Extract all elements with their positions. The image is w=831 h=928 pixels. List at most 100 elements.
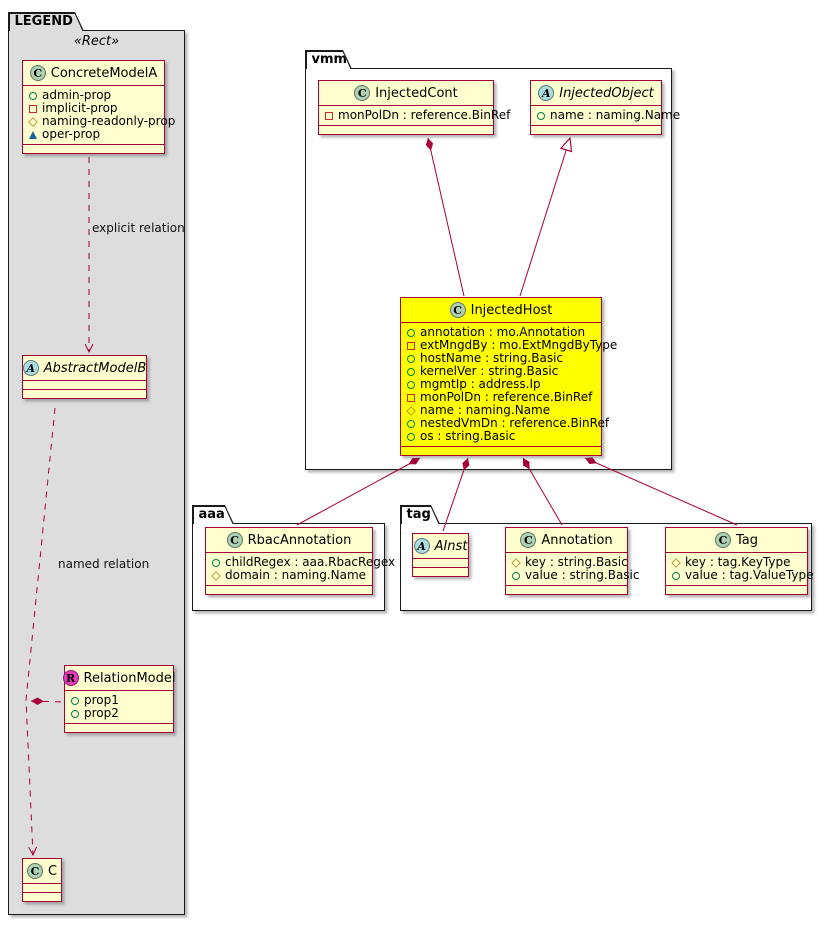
property-row: prop1 — [65, 694, 173, 707]
property-row: mgmtIp : address.Ip — [401, 378, 601, 391]
property-text: nestedVmDn : reference.BinRef — [420, 416, 610, 430]
property-text: monPolDn : reference.BinRef — [338, 108, 511, 122]
visibility-icon — [512, 571, 520, 580]
class-annotation: C Annotation key : string.Basic value : … — [505, 527, 639, 595]
property-text: key : tag.KeyType — [685, 555, 791, 569]
property-row: key : string.Basic — [506, 555, 628, 569]
visibility-icon — [407, 432, 415, 441]
operations-section — [206, 585, 372, 594]
visibility-icon — [537, 111, 545, 120]
attributes-section — [23, 884, 61, 892]
property-text: value : tag.ValueType — [685, 568, 814, 582]
package-label: aaa — [194, 507, 233, 525]
property-row: annotation : mo.Annotation — [401, 326, 601, 339]
property-row: prop2 — [65, 707, 173, 720]
operations-section — [319, 125, 493, 134]
class-spot-icon: C — [520, 532, 537, 548]
property-text: oper-prop — [42, 127, 101, 141]
visibility-icon — [672, 571, 680, 580]
property-row: os : string.Basic — [401, 430, 601, 443]
package-tab-vmm: vmm — [305, 50, 352, 69]
attributes-section: admin-prop implicit-prop naming-readonly… — [23, 86, 175, 144]
visibility-icon — [407, 367, 415, 376]
class-header: A InjectedObject — [531, 81, 661, 106]
operations-section — [65, 723, 173, 732]
abstract-spot-icon: A — [22, 360, 39, 376]
visibility-icon — [29, 104, 37, 113]
visibility-icon — [407, 393, 415, 402]
package-tab-tag: tag — [400, 505, 440, 524]
operations-section — [666, 585, 807, 594]
visibility-icon — [71, 696, 79, 705]
class-name: AbstractModelB — [43, 360, 147, 376]
visibility-icon — [407, 354, 415, 363]
visibility-icon — [511, 557, 521, 568]
property-text: extMngdBy : mo.ExtMngdByType — [420, 338, 618, 352]
visibility-icon — [406, 405, 416, 416]
visibility-icon — [71, 709, 79, 718]
package-legend-body — [8, 30, 185, 915]
property-text: childRegex : aaa.RbacRegex — [225, 555, 396, 569]
property-row: value : string.Basic — [506, 569, 639, 582]
abstract-spot-icon: A — [538, 85, 555, 101]
class-header: C InjectedCont — [319, 81, 493, 106]
class-header: R RelationModel — [62, 666, 176, 691]
class-name: InjectedCont — [375, 85, 458, 101]
class-spot-icon: C — [26, 863, 43, 879]
visibility-icon — [407, 341, 415, 350]
property-row: nestedVmDn : reference.BinRef — [401, 417, 609, 430]
visibility-icon — [407, 380, 415, 389]
package-tab-legend: LEGEND — [8, 12, 84, 31]
class-tag: C Tag key : tag.KeyType value : tag.Valu… — [665, 527, 813, 595]
class-name: C — [47, 863, 58, 879]
visibility-icon — [29, 91, 37, 100]
class-header: A AInst — [413, 534, 468, 559]
property-text: kernelVer : string.Basic — [420, 364, 559, 378]
attributes-section: key : string.Basic value : string.Basic — [506, 553, 639, 585]
class-name: AInst — [434, 538, 468, 554]
attributes-section: name : naming.Name — [531, 106, 680, 125]
visibility-icon — [212, 558, 220, 567]
class-header: C InjectedHost — [401, 298, 601, 323]
visibility-icon — [29, 130, 37, 139]
property-text: annotation : mo.Annotation — [420, 325, 586, 339]
property-text: monPolDn : reference.BinRef — [420, 390, 593, 404]
class-header: C RbacAnnotation — [206, 528, 372, 553]
class-relationmodel: R RelationModel prop1 prop2 — [62, 665, 176, 733]
attributes-section: childRegex : aaa.RbacRegex domain : nami… — [206, 553, 395, 585]
property-row: domain : naming.Name — [206, 569, 372, 582]
property-row: oper-prop — [23, 128, 164, 141]
operations-section — [23, 144, 164, 153]
attributes-section: prop1 prop2 — [65, 691, 173, 723]
property-row: kernelVer : string.Basic — [401, 365, 601, 378]
property-text: key : string.Basic — [525, 555, 628, 569]
visibility-icon — [28, 116, 38, 127]
property-text: prop1 — [84, 693, 119, 707]
property-text: name : naming.Name — [420, 403, 551, 417]
property-row: admin-prop — [23, 89, 164, 102]
property-row: extMngdBy : mo.ExtMngdByType — [401, 339, 617, 352]
operations-section — [23, 389, 146, 398]
class-header: C Annotation — [506, 528, 627, 553]
class-rbacannotation: C RbacAnnotation childRegex : aaa.RbacRe… — [205, 527, 395, 595]
package-tab-aaa: aaa — [192, 505, 234, 524]
class-abstractmodelb: A AbstractModelB — [22, 355, 147, 399]
class-spot-icon: C — [714, 532, 731, 548]
class-ainst: A AInst — [412, 533, 469, 577]
class-spot-icon: C — [29, 65, 46, 81]
class-spot-icon: C — [449, 302, 466, 318]
class-spot-icon: C — [226, 532, 243, 548]
property-text: mgmtIp : address.Ip — [420, 377, 541, 391]
property-row: naming-readonly-prop — [23, 115, 175, 128]
property-row: implicit-prop — [23, 102, 164, 115]
class-name: InjectedObject — [559, 85, 654, 101]
package-label: LEGEND — [10, 14, 83, 32]
visibility-icon — [671, 557, 681, 568]
class-name: Tag — [735, 532, 758, 548]
package-label: vmm — [307, 52, 351, 70]
attributes-section: monPolDn : reference.BinRef — [319, 106, 510, 125]
class-name: RelationModel — [83, 670, 176, 686]
relation-spot-icon: R — [62, 670, 79, 686]
class-injectedobject: A InjectedObject name : naming.Name — [530, 80, 680, 135]
class-header: A AbstractModelB — [22, 356, 147, 381]
